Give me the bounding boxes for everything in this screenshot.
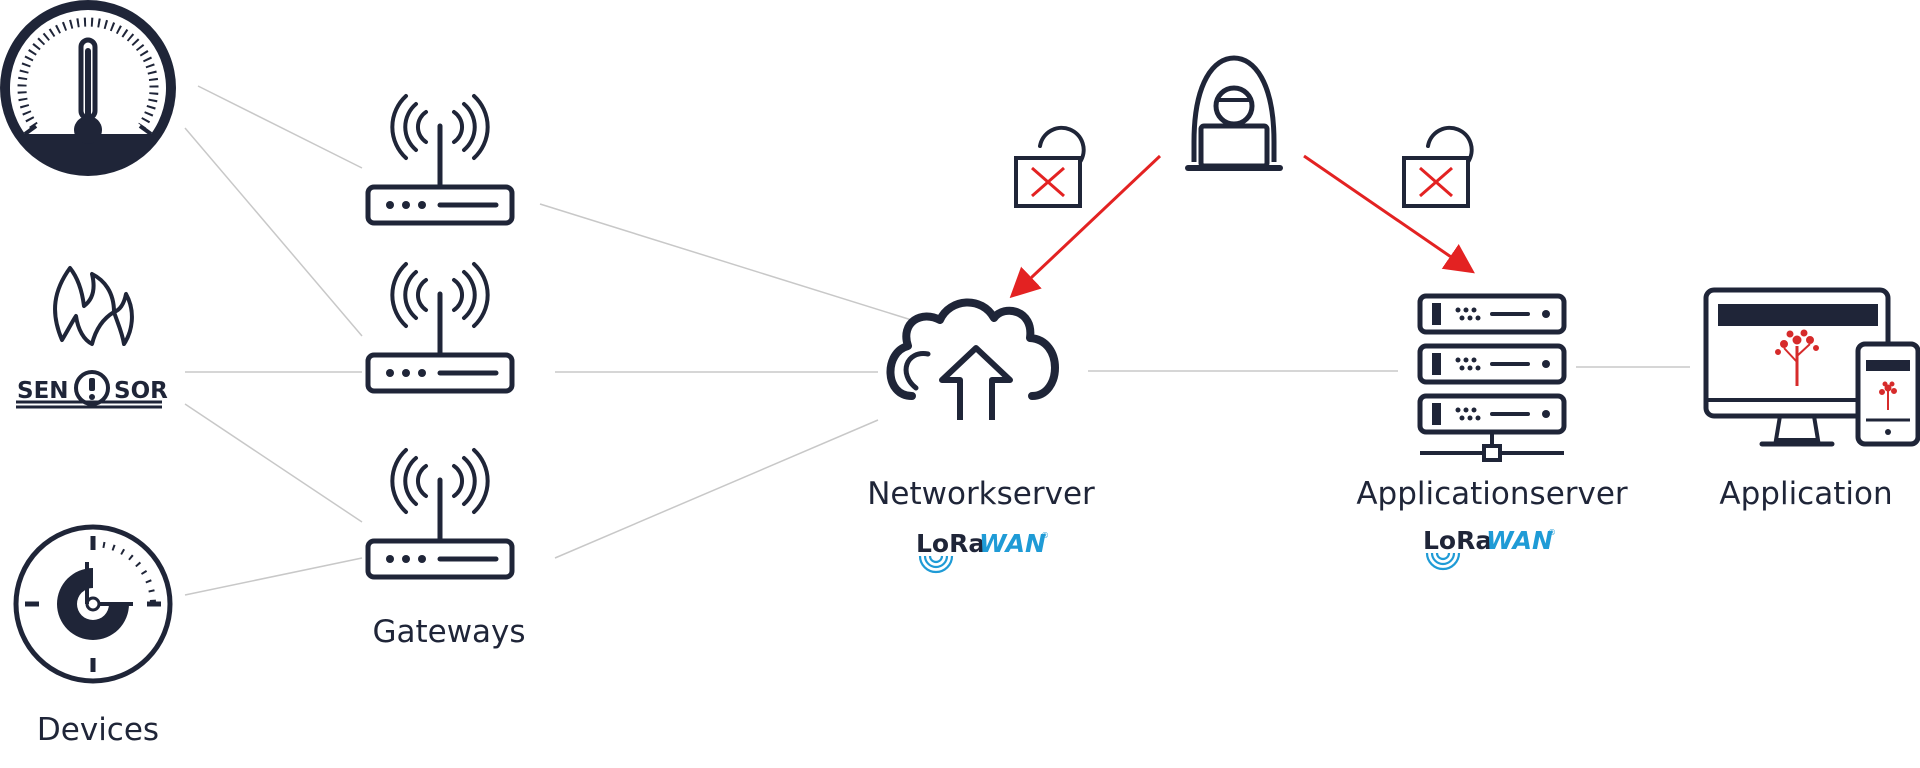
broken-lock-icon — [1014, 125, 1086, 208]
tree-logo-icon — [1775, 329, 1819, 386]
attack-arrows — [1009, 154, 1475, 299]
broken-lock-icon — [1402, 125, 1474, 208]
lorawan-logo-wan: WAN — [979, 529, 1046, 558]
router-icon — [368, 450, 512, 577]
lorawan-logo-mark: ® — [1548, 528, 1556, 537]
fire-sensor-icon: SEN SOR — [16, 266, 168, 409]
attack-arrow-applicationserver — [1303, 154, 1475, 274]
server-rack-icon — [1420, 296, 1564, 462]
sensor-text-left: SEN — [17, 378, 69, 404]
connection-lines — [184, 85, 1690, 596]
router-icon — [368, 264, 512, 391]
lorawan-logo-lora: LoRa — [916, 529, 985, 558]
networkserver-label: Networkserver — [867, 476, 1095, 512]
desktop-monitor-icon — [1703, 287, 1891, 447]
clock-icon — [13, 524, 173, 684]
gateways-label: Gateways — [372, 614, 525, 650]
lorawan-logo-lora: LoRa — [1423, 526, 1492, 555]
lorawan-logo-icon: LoRa WAN ® — [916, 529, 1049, 574]
applicationserver-label: Applicationserver — [1356, 476, 1628, 512]
thermometer-gauge-icon — [0, 0, 176, 176]
hacker-icon — [1185, 55, 1283, 171]
attack-arrow-networkserver — [1009, 154, 1162, 299]
sensor-text-right: SOR — [114, 378, 168, 404]
cloud-upload-icon — [886, 298, 1059, 420]
lorawan-logo-icon: LoRa WAN ® — [1423, 526, 1556, 571]
lorawan-logo-wan: WAN — [1486, 526, 1553, 555]
router-icon — [368, 96, 512, 223]
lorawan-logo-mark: ® — [1041, 531, 1049, 540]
application-label: Application — [1719, 476, 1892, 512]
devices-label: Devices — [37, 712, 159, 748]
smartphone-icon — [1855, 341, 1920, 447]
